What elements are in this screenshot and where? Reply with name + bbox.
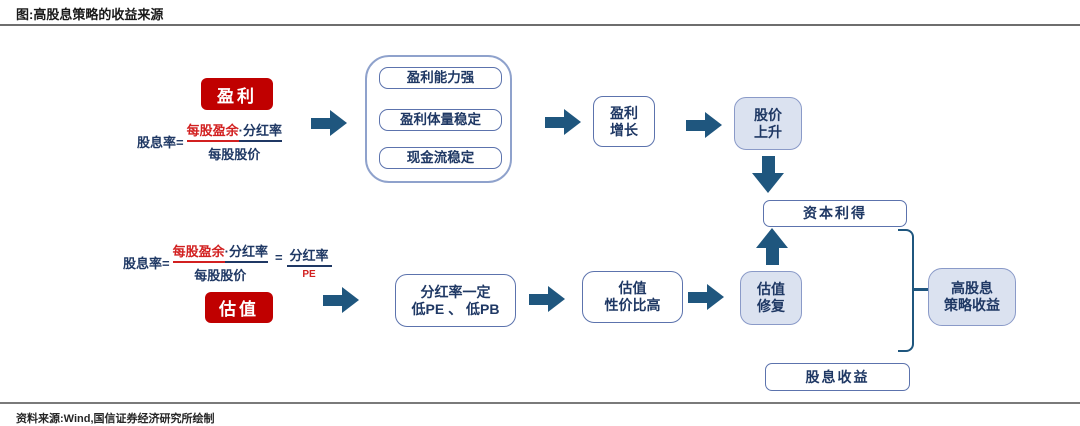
formula-numerator-red: 每股盈余 (186, 120, 239, 142)
profit-tag: 盈利 (201, 78, 273, 110)
driver-box: 现金流稳定 (379, 147, 502, 169)
repair-line2: 修复 (757, 298, 785, 314)
formula-numerator2: 分红率 (286, 245, 332, 267)
driver-box: 盈利体量稳定 (379, 109, 502, 131)
capital-gain-box: 资本利得 (763, 200, 907, 227)
profit-formula: 股息率= 每股盈余 ·分红率 每股股价 (137, 120, 283, 163)
value-for-money-line1: 估值 (618, 280, 647, 297)
formula-fraction2: 分红率 PE (286, 245, 332, 280)
total-return-line2: 策略收益 (944, 297, 1000, 313)
valuation-repair-box: 估值 修复 (740, 271, 802, 325)
total-return-line1: 高股息 (951, 280, 993, 297)
formula-equals: = (274, 250, 283, 265)
formula-fraction: 每股盈余 ·分红率 每股股价 (172, 241, 269, 284)
valuation-tag: 估值 (205, 292, 273, 323)
formula-fraction: 每股盈余 ·分红率 每股股价 (186, 120, 283, 163)
arrow-down-icon (752, 156, 784, 193)
profit-growth-line2: 增长 (610, 121, 638, 138)
capital-gain-label: 资本利得 (803, 205, 867, 222)
top-rule (0, 24, 1080, 26)
value-for-money-box: 估值 性价比高 (582, 271, 683, 323)
arrow-up-icon (756, 228, 788, 265)
value-for-money-line2: 性价比高 (604, 297, 661, 313)
dividend-income-box: 股息收益 (765, 363, 910, 391)
driver-box: 盈利能力强 (379, 67, 502, 89)
arrow-right-icon (529, 286, 565, 312)
formula-lhs: 股息率= (137, 135, 184, 150)
profit-drivers-group: 盈利能力强 盈利体量稳定 现金流稳定 (365, 55, 512, 183)
arrow-right-icon (545, 109, 581, 135)
figure-title: 图:高股息策略的收益来源 (16, 7, 164, 22)
arrow-right-icon (311, 110, 347, 136)
formula-denominator: 每股股价 (194, 268, 247, 283)
condition-line1: 分红率一定 (420, 283, 491, 300)
price-up-line2: 上升 (754, 123, 782, 140)
grouping-bracket-bottom (898, 289, 914, 352)
arrow-right-icon (323, 287, 359, 313)
repair-line1: 估值 (757, 281, 785, 298)
dividend-income-label: 股息收益 (805, 368, 870, 385)
profit-growth-box: 盈利 增长 (593, 96, 655, 147)
valuation-formula: 股息率= 每股盈余 ·分红率 每股股价 = 分红率 PE (123, 241, 332, 284)
profit-growth-line1: 盈利 (610, 104, 638, 121)
formula-denominator2-pe: PE (302, 269, 316, 280)
source-note: 资料来源:Wind,国信证券经济研究所绘制 (16, 413, 215, 425)
formula-numerator-red: 每股盈余 (172, 241, 225, 263)
dividend-condition-box: 分红率一定 低PE 、 低PB (395, 274, 516, 327)
formula-lhs: 股息率= (123, 256, 170, 271)
formula-numerator-rest: ·分红率 (238, 120, 282, 142)
arrow-right-icon (686, 112, 722, 138)
formula-denominator: 每股股价 (208, 147, 261, 162)
bottom-rule (0, 402, 1080, 404)
arrow-right-icon (688, 284, 724, 310)
formula-numerator-rest: ·分红率 (224, 241, 268, 263)
price-up-line1: 股价 (754, 106, 782, 123)
total-return-box: 高股息 策略收益 (928, 268, 1016, 326)
price-up-box: 股价 上升 (734, 97, 802, 150)
grouping-bracket-top (898, 229, 914, 289)
grouping-bracket-tick (914, 288, 928, 291)
condition-line2: 低PE 、 低PB (411, 300, 500, 317)
